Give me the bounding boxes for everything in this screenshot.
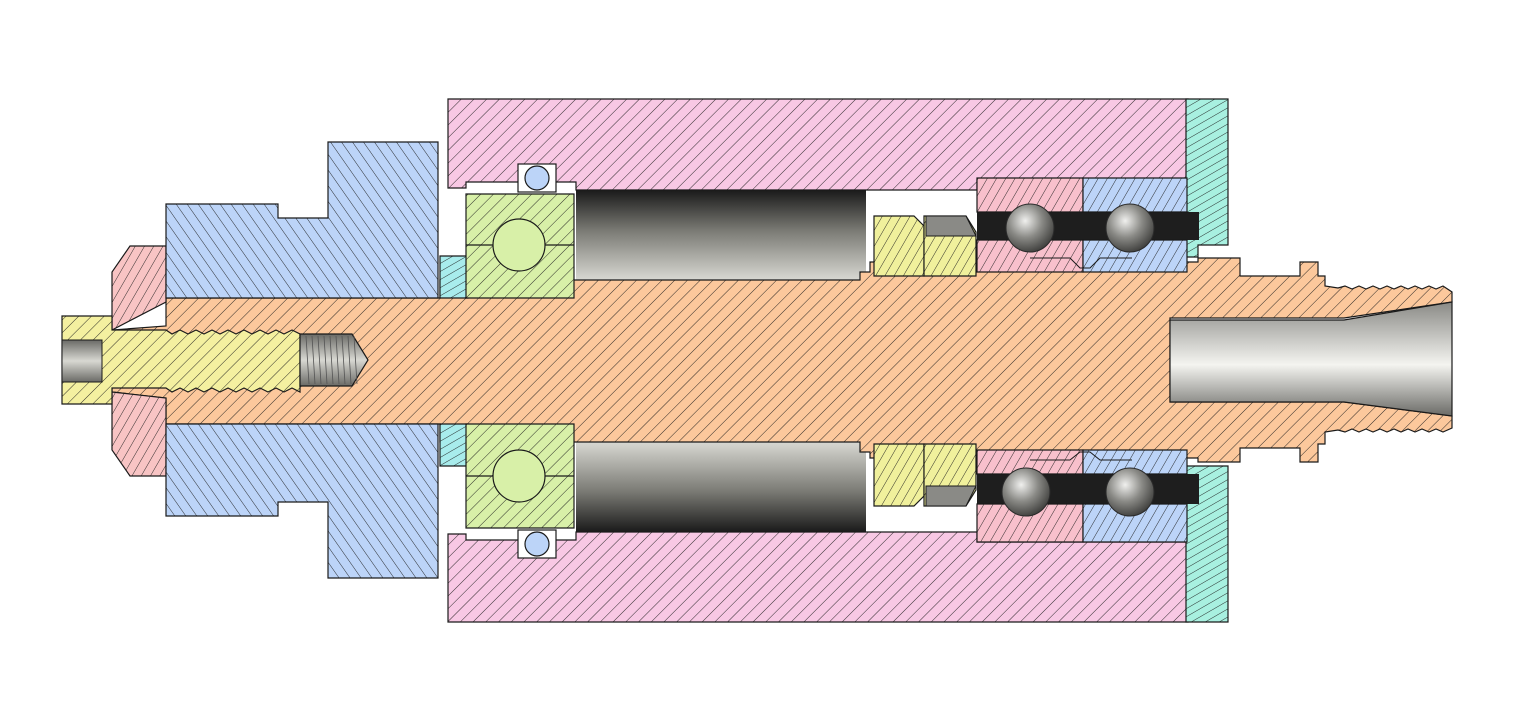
thread-line: [329, 335, 334, 385]
bearing-spacer-top-hatch: [439, 255, 469, 299]
tapped-hole: [299, 333, 369, 387]
thread-line: [335, 335, 340, 385]
bore-cavity-top: [576, 190, 866, 280]
bore-cavity-bottom: [576, 442, 866, 532]
bearing-ball-3: [1105, 467, 1155, 517]
thread-line: [341, 335, 346, 385]
thread-line: [323, 335, 328, 385]
flange-nut-top-hatch: [165, 141, 439, 299]
housing-top-hatch: [447, 98, 1189, 191]
bearing-ball-bottom: [492, 449, 546, 503]
hex-nut-top-hatch: [111, 245, 167, 331]
o-ring-top: [524, 165, 550, 191]
lock-nut-chamfer-top: [925, 215, 977, 237]
bearing-ball-2: [1001, 467, 1051, 517]
bearing-ball-1: [1105, 203, 1155, 253]
acb-rear-inner-top-hatch: [1082, 239, 1188, 273]
bearing-ball-0: [1005, 203, 1055, 253]
thread-line: [353, 335, 358, 385]
thread-line: [311, 335, 316, 385]
thread-line: [305, 335, 310, 385]
o-ring-bottom: [524, 531, 550, 557]
acb-rear-outer-top-hatch: [1082, 177, 1188, 213]
hex-nut-bottom-hatch: [111, 391, 167, 477]
lock-nut-a-top-hatch: [873, 215, 925, 277]
thread-line: [347, 335, 352, 385]
drawbar-bolt-hatch: [61, 315, 301, 405]
race-line-top: [1030, 257, 1132, 269]
lock-nut-a-bottom-hatch: [873, 443, 925, 507]
acb-rear-outer-bottom-hatch: [1082, 503, 1188, 543]
acb-rear-inner-bottom-hatch: [1082, 449, 1188, 475]
flange-nut-bottom-hatch: [165, 423, 439, 579]
housing-bottom-hatch: [447, 531, 1189, 623]
lock-nut-chamfer-bottom: [925, 485, 977, 507]
bearing-ball-top: [492, 218, 546, 272]
collet-taper: [1169, 301, 1453, 417]
thread-line: [317, 335, 322, 385]
hex-socket: [61, 339, 103, 383]
race-line-bottom: [1030, 451, 1132, 461]
bearing-spacer-bottom-hatch: [439, 423, 469, 467]
